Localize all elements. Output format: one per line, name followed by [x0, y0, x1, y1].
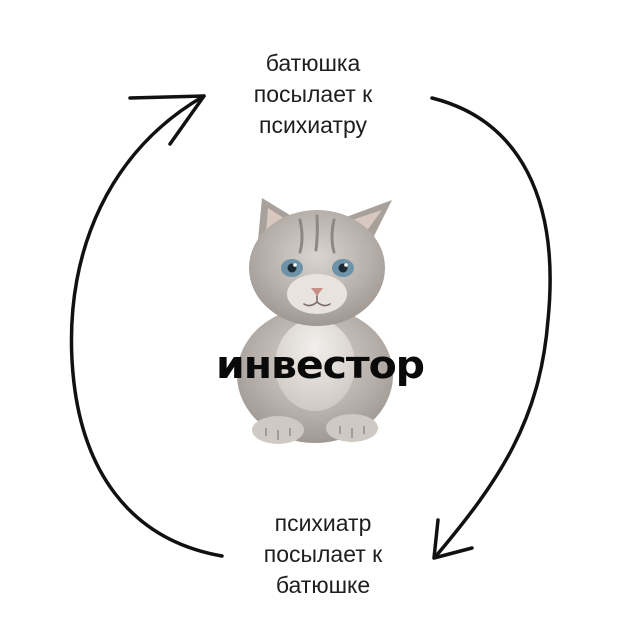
- center-label: инвестор: [216, 343, 425, 387]
- kitten-head: [249, 210, 385, 326]
- top-caption: батюшка посылает к психиатру: [253, 50, 373, 138]
- left-arrowhead: [128, 94, 206, 146]
- kitten-chest: [275, 319, 355, 411]
- bottom-caption: психиатр посылает к батюшке: [263, 510, 383, 598]
- right-arrowhead: [432, 518, 474, 560]
- kitten-image: [237, 198, 393, 444]
- right-arc-arrow: [430, 96, 552, 558]
- left-arc-arrow: [69, 94, 224, 558]
- kitten-nose: [311, 288, 323, 296]
